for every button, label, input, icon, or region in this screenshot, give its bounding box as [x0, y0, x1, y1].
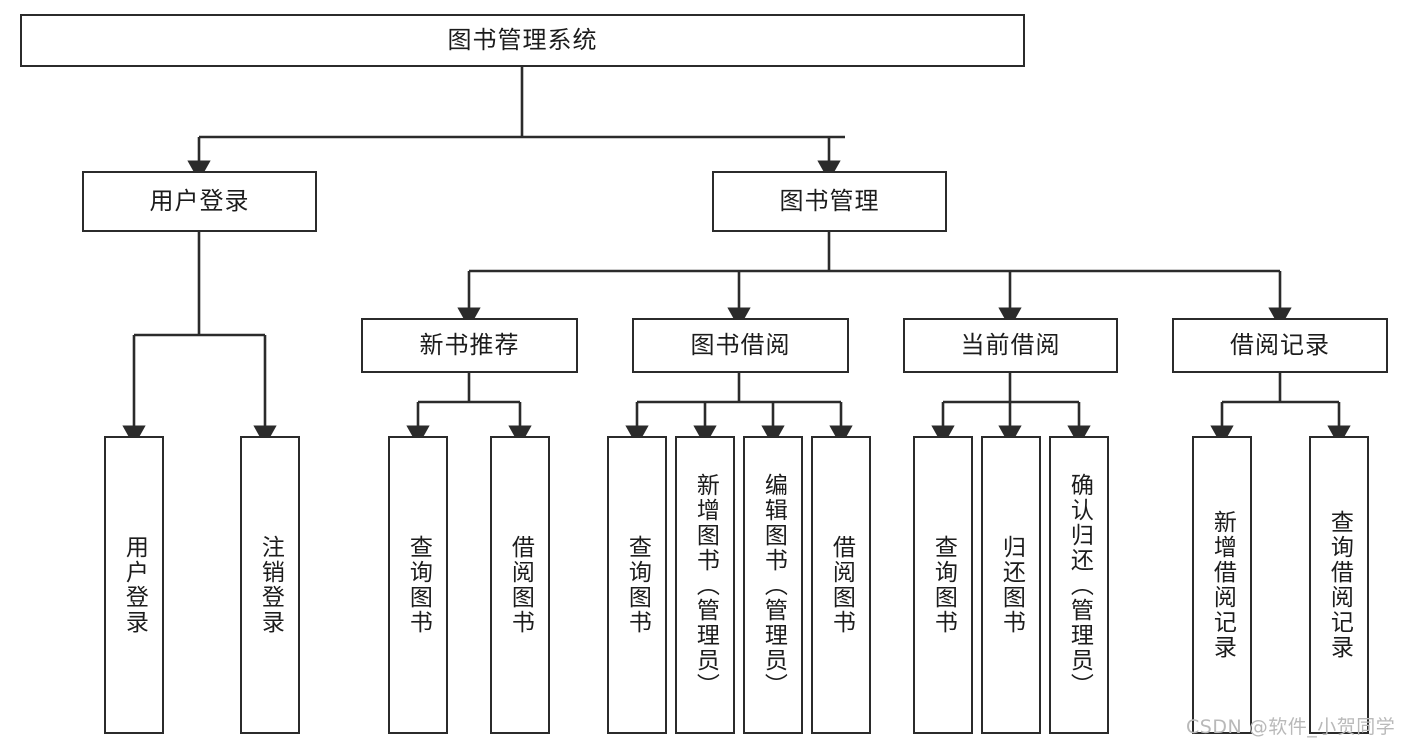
leaf-borrow-book-recommend[interactable]: 借阅图书 — [490, 436, 550, 734]
node-label: 新增图书（管理员） — [692, 472, 719, 698]
node-new-book-recommend[interactable]: 新书推荐 — [361, 318, 578, 373]
node-label: 注销登录 — [257, 535, 284, 635]
node-label: 当前借阅 — [960, 331, 1061, 360]
node-label: 查询图书 — [624, 535, 651, 635]
leaf-add-book-admin[interactable]: 新增图书（管理员） — [675, 436, 735, 734]
leaf-borrow-book[interactable]: 借阅图书 — [811, 436, 871, 734]
leaf-add-borrow-record[interactable]: 新增借阅记录 — [1192, 436, 1252, 734]
node-label: 借阅图书 — [828, 535, 855, 635]
node-label: 查询图书 — [930, 535, 957, 635]
node-label: 图书管理 — [779, 187, 880, 216]
node-label: 编辑图书（管理员） — [760, 472, 787, 698]
node-label: 新书推荐 — [419, 331, 520, 360]
leaf-confirm-return-admin[interactable]: 确认归还（管理员） — [1049, 436, 1109, 734]
node-user-login[interactable]: 用户登录 — [82, 171, 317, 232]
leaf-user-login[interactable]: 用户登录 — [104, 436, 164, 734]
node-label: 用户登录 — [121, 535, 148, 635]
node-label: 图书管理系统 — [447, 26, 598, 55]
node-book-borrow[interactable]: 图书借阅 — [632, 318, 849, 373]
node-label: 查询借阅记录 — [1326, 510, 1353, 660]
node-label: 用户登录 — [149, 187, 250, 216]
leaf-return-book[interactable]: 归还图书 — [981, 436, 1041, 734]
node-label: 图书借阅 — [690, 331, 791, 360]
node-label: 借阅记录 — [1230, 331, 1330, 360]
leaf-query-borrow-record[interactable]: 查询借阅记录 — [1309, 436, 1369, 734]
leaf-query-book-current[interactable]: 查询图书 — [913, 436, 973, 734]
node-root-system[interactable]: 图书管理系统 — [20, 14, 1025, 67]
node-current-borrow[interactable]: 当前借阅 — [903, 318, 1118, 373]
node-label: 归还图书 — [998, 535, 1025, 635]
node-label: 查询图书 — [405, 535, 432, 635]
node-label: 新增借阅记录 — [1209, 510, 1236, 660]
leaf-query-book-recommend[interactable]: 查询图书 — [388, 436, 448, 734]
leaf-query-book-borrow[interactable]: 查询图书 — [607, 436, 667, 734]
node-borrow-record[interactable]: 借阅记录 — [1172, 318, 1388, 373]
node-book-management[interactable]: 图书管理 — [712, 171, 947, 232]
node-label: 借阅图书 — [507, 535, 534, 635]
leaf-logout[interactable]: 注销登录 — [240, 436, 300, 734]
node-label: 确认归还（管理员） — [1066, 472, 1093, 698]
leaf-edit-book-admin[interactable]: 编辑图书（管理员） — [743, 436, 803, 734]
